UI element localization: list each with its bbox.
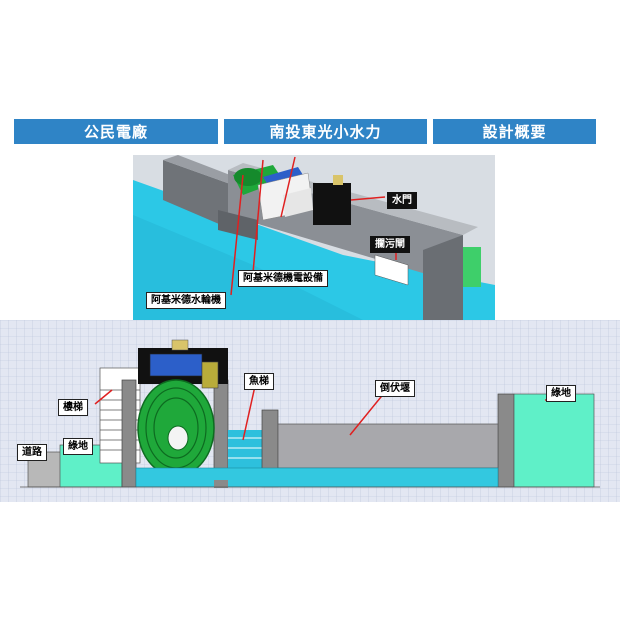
label-weir: 倒伏堰 [375, 380, 415, 397]
label-stairs: 樓梯 [58, 399, 88, 416]
label-generator: 阿基米德機電設備 [238, 270, 328, 287]
label-wheel: 阿基米德水輪機 [146, 292, 226, 309]
render-right-block [423, 235, 463, 320]
label-green-left: 綠地 [63, 438, 93, 455]
tab-nantou-hydro[interactable]: 南投東光小水力 [224, 119, 427, 144]
section-wheel [137, 379, 215, 477]
section-fish-ladder [228, 430, 264, 470]
label-gate: 水門 [387, 192, 417, 209]
tab-design-overview[interactable]: 設計概要 [433, 119, 596, 144]
label-trash-rack: 攔污閘 [370, 236, 410, 253]
render-left-wall [163, 160, 233, 230]
label-road: 道路 [17, 444, 47, 461]
section-green-right [513, 393, 595, 488]
section-weir [277, 423, 499, 469]
section-view [0, 320, 620, 502]
render-trash-rack [374, 254, 409, 286]
render-gate [313, 183, 351, 225]
tab-civic-power[interactable]: 公民電廠 [14, 119, 218, 144]
section-generator [149, 353, 203, 377]
label-green-right: 綠地 [546, 385, 576, 402]
section-water [135, 467, 499, 488]
label-fish-ladder: 魚梯 [244, 373, 274, 390]
